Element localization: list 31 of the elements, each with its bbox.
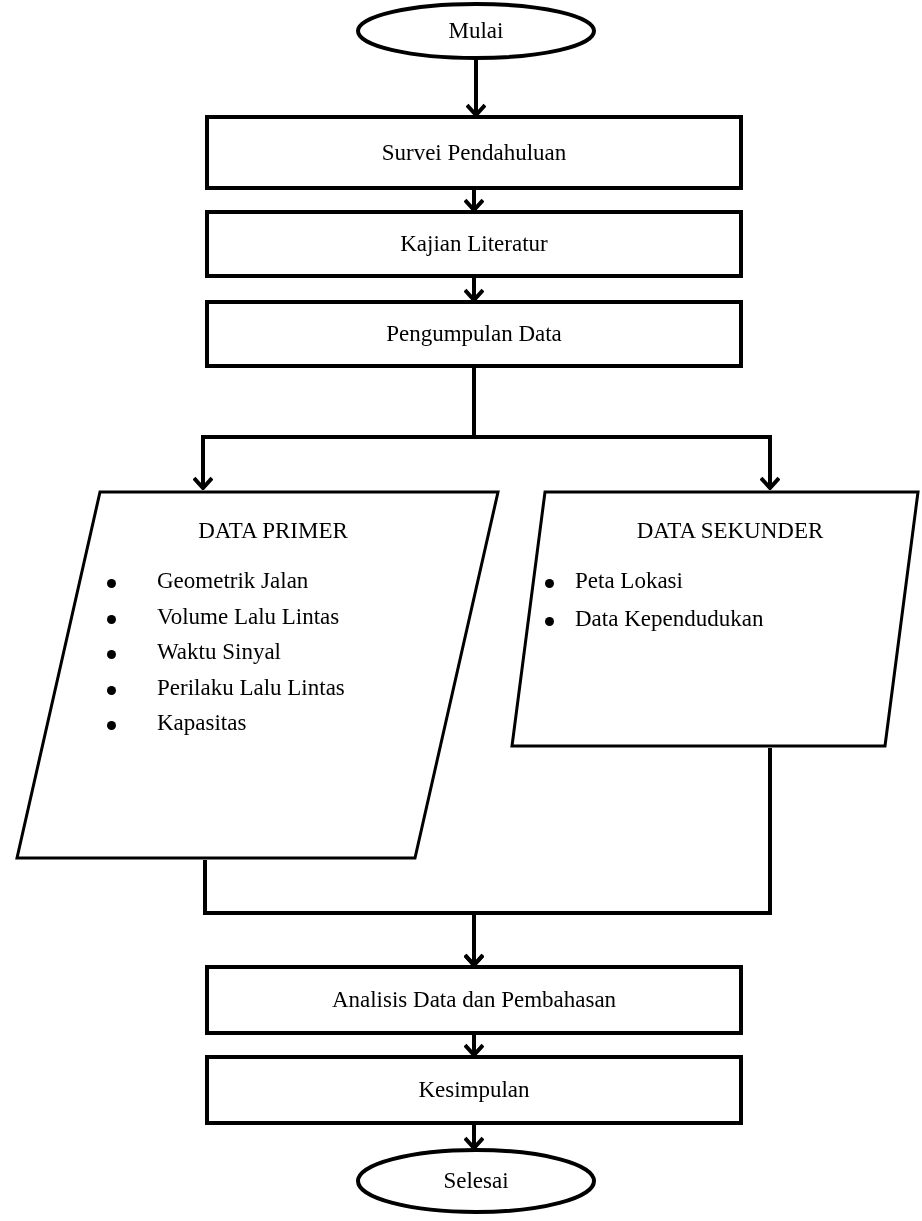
arrow: [463, 190, 485, 212]
list-item: Kapasitas: [157, 710, 247, 736]
data-parallelogram: [510, 490, 920, 748]
terminal-ellipse: [356, 2, 596, 60]
data-parallelogram: [15, 490, 500, 860]
arrow: [463, 1125, 485, 1150]
process-box: [205, 115, 743, 190]
arrow: [463, 1035, 485, 1057]
terminal-ellipse: [356, 1148, 596, 1214]
process-box: [205, 210, 743, 278]
list-item: Geometrik Jalan: [157, 568, 309, 594]
list-item: Waktu Sinyal: [157, 639, 281, 665]
section-heading: DATA SEKUNDER: [636, 518, 824, 544]
list-item: Data Kependudukan: [575, 606, 764, 632]
node-label: Kajian Literatur: [400, 231, 548, 257]
process-box: [205, 965, 743, 1035]
list-item: Peta Lokasi: [575, 568, 683, 594]
process-box: [205, 1055, 743, 1125]
section-heading: DATA PRIMER: [198, 518, 348, 544]
arrow: [463, 748, 772, 967]
process-box: [205, 300, 743, 368]
list-item: Volume Lalu Lintas: [157, 603, 340, 630]
node-label: Kesimpulan: [418, 1077, 530, 1103]
node-label: Selesai: [443, 1168, 509, 1194]
list-item: Perilaku Lalu Lintas: [157, 674, 345, 701]
node-label: Mulai: [448, 18, 504, 44]
arrow: [465, 60, 487, 117]
node-label: Analisis Data dan Pembahasan: [331, 987, 617, 1013]
node-label: Survei Pendahuluan: [381, 139, 567, 166]
arrow: [463, 278, 485, 302]
node-label: Pengumpulan Data: [386, 321, 562, 347]
